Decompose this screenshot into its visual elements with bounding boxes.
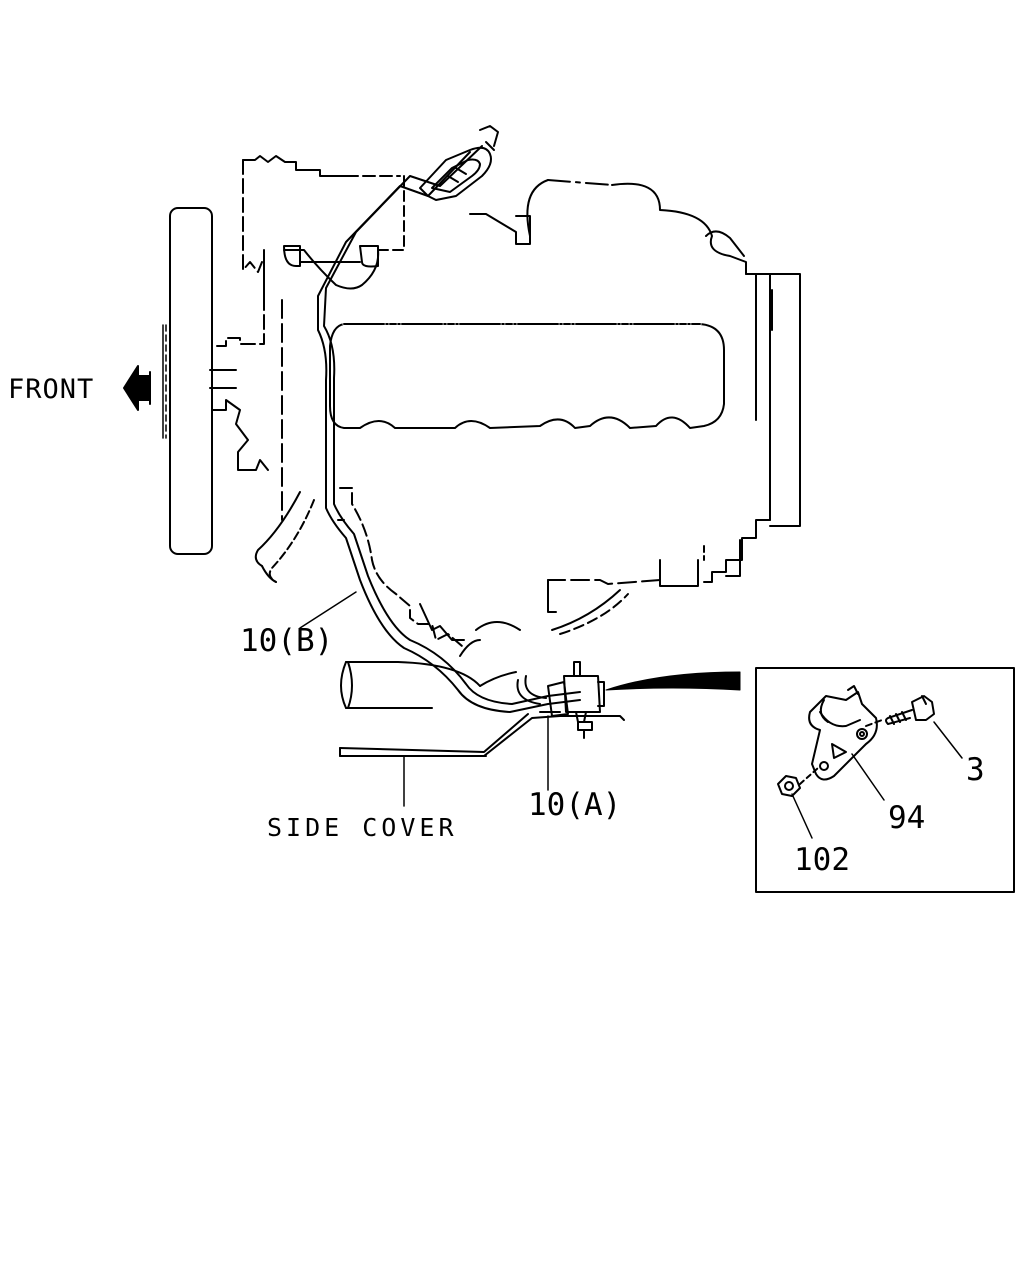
timing-cover-outline [242,155,405,290]
front-arrow-icon [123,365,151,411]
bracket-callout-label: 94 [888,800,926,836]
side-cover-outline [339,713,561,757]
front-label: FRONT [8,374,95,405]
bolt-3 [865,695,935,727]
harness-b-label: 10(B) [240,623,334,659]
detail-box [755,667,1015,893]
harness-clip-top [419,125,499,201]
engine-block-outline [547,519,771,613]
bracket-94 [808,685,878,781]
front-pipe-outline [254,491,315,583]
engine-front-outline [209,249,283,546]
detail-callout-pointer [605,671,741,691]
leader-lines [299,591,963,839]
exhaust-pipe-outline [340,639,517,709]
nut-102 [777,767,819,797]
bolt-callout-label: 3 [966,752,985,788]
head-cover-outline [469,179,801,527]
side-cover-label: SIDE COVER [267,813,458,842]
valve-cover-body [329,322,725,429]
oil-pan-outline [337,487,629,647]
radiator-outline [162,207,213,555]
harness-a-label: 10(A) [528,787,622,823]
wire-harness-b [317,145,581,713]
connector-10a [516,661,625,739]
nut-callout-label: 102 [794,842,850,878]
